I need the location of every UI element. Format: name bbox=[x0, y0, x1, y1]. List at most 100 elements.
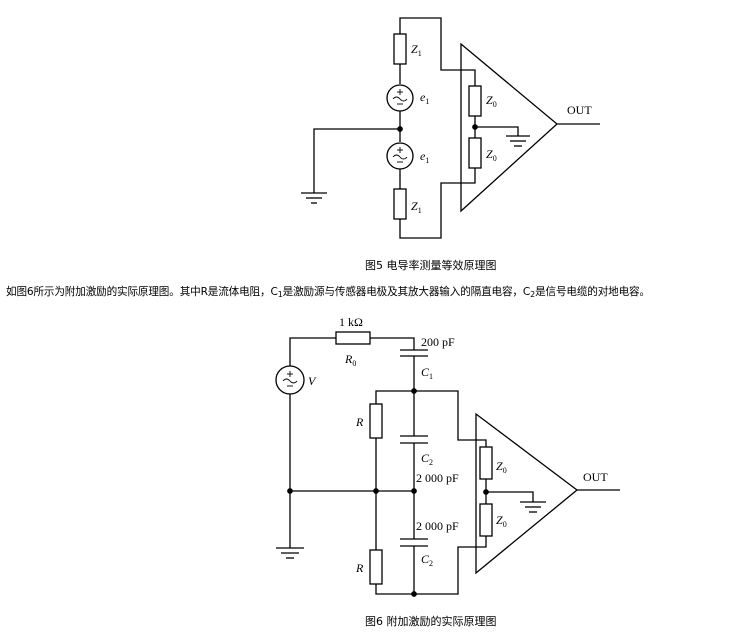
label-sub: 2 bbox=[429, 458, 433, 467]
fig6-wire bbox=[370, 337, 415, 350]
fig6-wire bbox=[375, 390, 476, 441]
fig6-z0-bottom-label: Z0 bbox=[496, 513, 507, 529]
fig6-v-label: V bbox=[308, 374, 317, 388]
fig5-ground-wire bbox=[313, 128, 400, 193]
fig6-r0-resistor bbox=[335, 331, 371, 345]
label-main: Z bbox=[486, 93, 493, 107]
fig5-wire-top bbox=[399, 17, 461, 71]
paragraph-text: 如图6所示为附加激励的实际原理图。其中R是流体电阻，C bbox=[6, 286, 278, 298]
fig5-z0-top-resistor bbox=[468, 85, 482, 117]
label-sub: 0 bbox=[493, 154, 497, 163]
fig5-z1-bottom-resistor bbox=[393, 188, 407, 220]
label-sub: 0 bbox=[352, 359, 356, 368]
label-sub: 0 bbox=[503, 466, 507, 475]
label-sub: 1 bbox=[429, 372, 433, 381]
label-sub: 1 bbox=[425, 97, 429, 106]
label-main: C bbox=[421, 451, 430, 465]
fig6-r-top-label: R bbox=[355, 415, 364, 429]
label-sub: 0 bbox=[493, 100, 497, 109]
label-main: Z bbox=[486, 147, 493, 161]
label-main: C bbox=[421, 365, 430, 379]
label-main: R bbox=[344, 352, 353, 366]
label-main: Z bbox=[411, 42, 418, 56]
label-main: e bbox=[420, 90, 426, 104]
fig6-r-top-resistor bbox=[369, 403, 383, 439]
fig6-r-bottom-resistor bbox=[369, 549, 383, 585]
paragraph-subscript: 1 bbox=[277, 290, 283, 299]
fig5-e1-top-label: e1 bbox=[420, 90, 429, 106]
fig6-r-bottom-label: R bbox=[355, 561, 364, 575]
fig6-c1-value-label: 200 pF bbox=[421, 335, 455, 349]
fig6-wire bbox=[486, 491, 534, 502]
label-main: Z bbox=[411, 199, 418, 213]
circuit-labels: Z1 e1 e1 Z1 Z0 Z0 OUT 1 kΩ R0 200 pF C1 … bbox=[308, 42, 608, 575]
fig6-junction bbox=[411, 488, 417, 494]
fig5-e1-bottom-label: e1 bbox=[420, 149, 429, 165]
fig5-source-glyphs bbox=[392, 89, 408, 163]
fig6-junction bbox=[483, 489, 489, 495]
fig6-c2-bottom-name-label: C2 bbox=[421, 552, 433, 568]
fig5-e1-bottom-source-icon bbox=[386, 142, 414, 170]
fig6-c2-bottom-capacitor bbox=[400, 538, 428, 547]
figure5-diagram bbox=[301, 17, 600, 239]
paragraph-subscript: 2 bbox=[530, 290, 536, 299]
fig5-wire bbox=[475, 126, 519, 136]
fig6-c1-name-label: C1 bbox=[421, 365, 433, 381]
fig5-out-label: OUT bbox=[567, 103, 592, 117]
fig6-ground-right-icon bbox=[520, 501, 546, 513]
fig5-z1-bottom-label: Z1 bbox=[411, 199, 422, 215]
label-main: e bbox=[420, 149, 426, 163]
fig6-c2-bottom-value-label: 2 000 pF bbox=[416, 519, 459, 533]
label-sub: 2 bbox=[429, 559, 433, 568]
fig6-wire bbox=[289, 337, 336, 366]
fig5-ground-right-icon bbox=[506, 135, 530, 147]
fig5-z0-bottom-label: Z0 bbox=[486, 147, 497, 163]
fig6-z0-bottom-resistor bbox=[479, 503, 493, 537]
fig6-v-source-icon bbox=[275, 365, 305, 395]
fig6-junction bbox=[287, 488, 293, 494]
fig5-e1-top-source-icon bbox=[386, 84, 414, 112]
paragraph-text: 是激励源与传感器电极及其放大器输入的隔直电容，C bbox=[282, 286, 531, 298]
fig6-ground-left-icon bbox=[276, 547, 304, 559]
fig6-wire bbox=[476, 439, 487, 447]
fig6-out-label: OUT bbox=[583, 470, 608, 484]
fig5-z0-bottom-resistor bbox=[468, 137, 482, 169]
fig6-r0-value-label: 1 kΩ bbox=[339, 315, 363, 329]
fig6-z0-top-resistor bbox=[479, 446, 493, 480]
fig6-wire bbox=[375, 546, 476, 595]
label-sub: 1 bbox=[425, 156, 429, 165]
fig6-junction bbox=[411, 388, 417, 394]
figure6-caption: 图6 附加激励的实际原理图 bbox=[365, 615, 497, 628]
fig5-wire bbox=[461, 168, 476, 184]
fig5-z1-top-resistor bbox=[393, 33, 407, 65]
fig6-c2-top-value-label: 2 000 pF bbox=[416, 471, 459, 485]
fig5-junction bbox=[472, 124, 478, 130]
fig5-ground-left-icon bbox=[301, 192, 327, 204]
fig6-junction bbox=[411, 591, 417, 597]
label-sub: 1 bbox=[418, 206, 422, 215]
fig6-c2-top-capacitor bbox=[400, 435, 428, 444]
fig5-junction bbox=[397, 126, 403, 132]
figure5-caption: 图5 电导率测量等效原理图 bbox=[365, 259, 497, 272]
label-main: C bbox=[421, 552, 430, 566]
label-main: Z bbox=[496, 513, 503, 527]
fig6-source-glyph bbox=[282, 371, 298, 387]
fig5-wire bbox=[461, 69, 476, 86]
fig5-wire-bottom bbox=[399, 182, 461, 239]
fig6-r0-name-label: R0 bbox=[344, 352, 356, 368]
figure6-diagram bbox=[275, 331, 620, 597]
fig6-amplifier bbox=[475, 412, 579, 575]
label-sub: 0 bbox=[503, 520, 507, 529]
fig6-z0-top-label: Z0 bbox=[496, 459, 507, 475]
fig6-c1-capacitor bbox=[400, 349, 428, 357]
body-paragraph: 如图6所示为附加激励的实际原理图。其中R是流体电阻，C1是激励源与传感器电极及其… bbox=[6, 284, 650, 299]
fig6-c2-top-name-label: C2 bbox=[421, 451, 433, 467]
label-sub: 1 bbox=[418, 49, 422, 58]
label-main: Z bbox=[496, 459, 503, 473]
fig6-junction bbox=[373, 488, 379, 494]
fig6-wire bbox=[476, 536, 487, 548]
fig5-z0-top-label: Z0 bbox=[486, 93, 497, 109]
paragraph-text: 是信号电缆的对地电容。 bbox=[535, 286, 650, 298]
fig5-z1-top-label: Z1 bbox=[411, 42, 422, 58]
